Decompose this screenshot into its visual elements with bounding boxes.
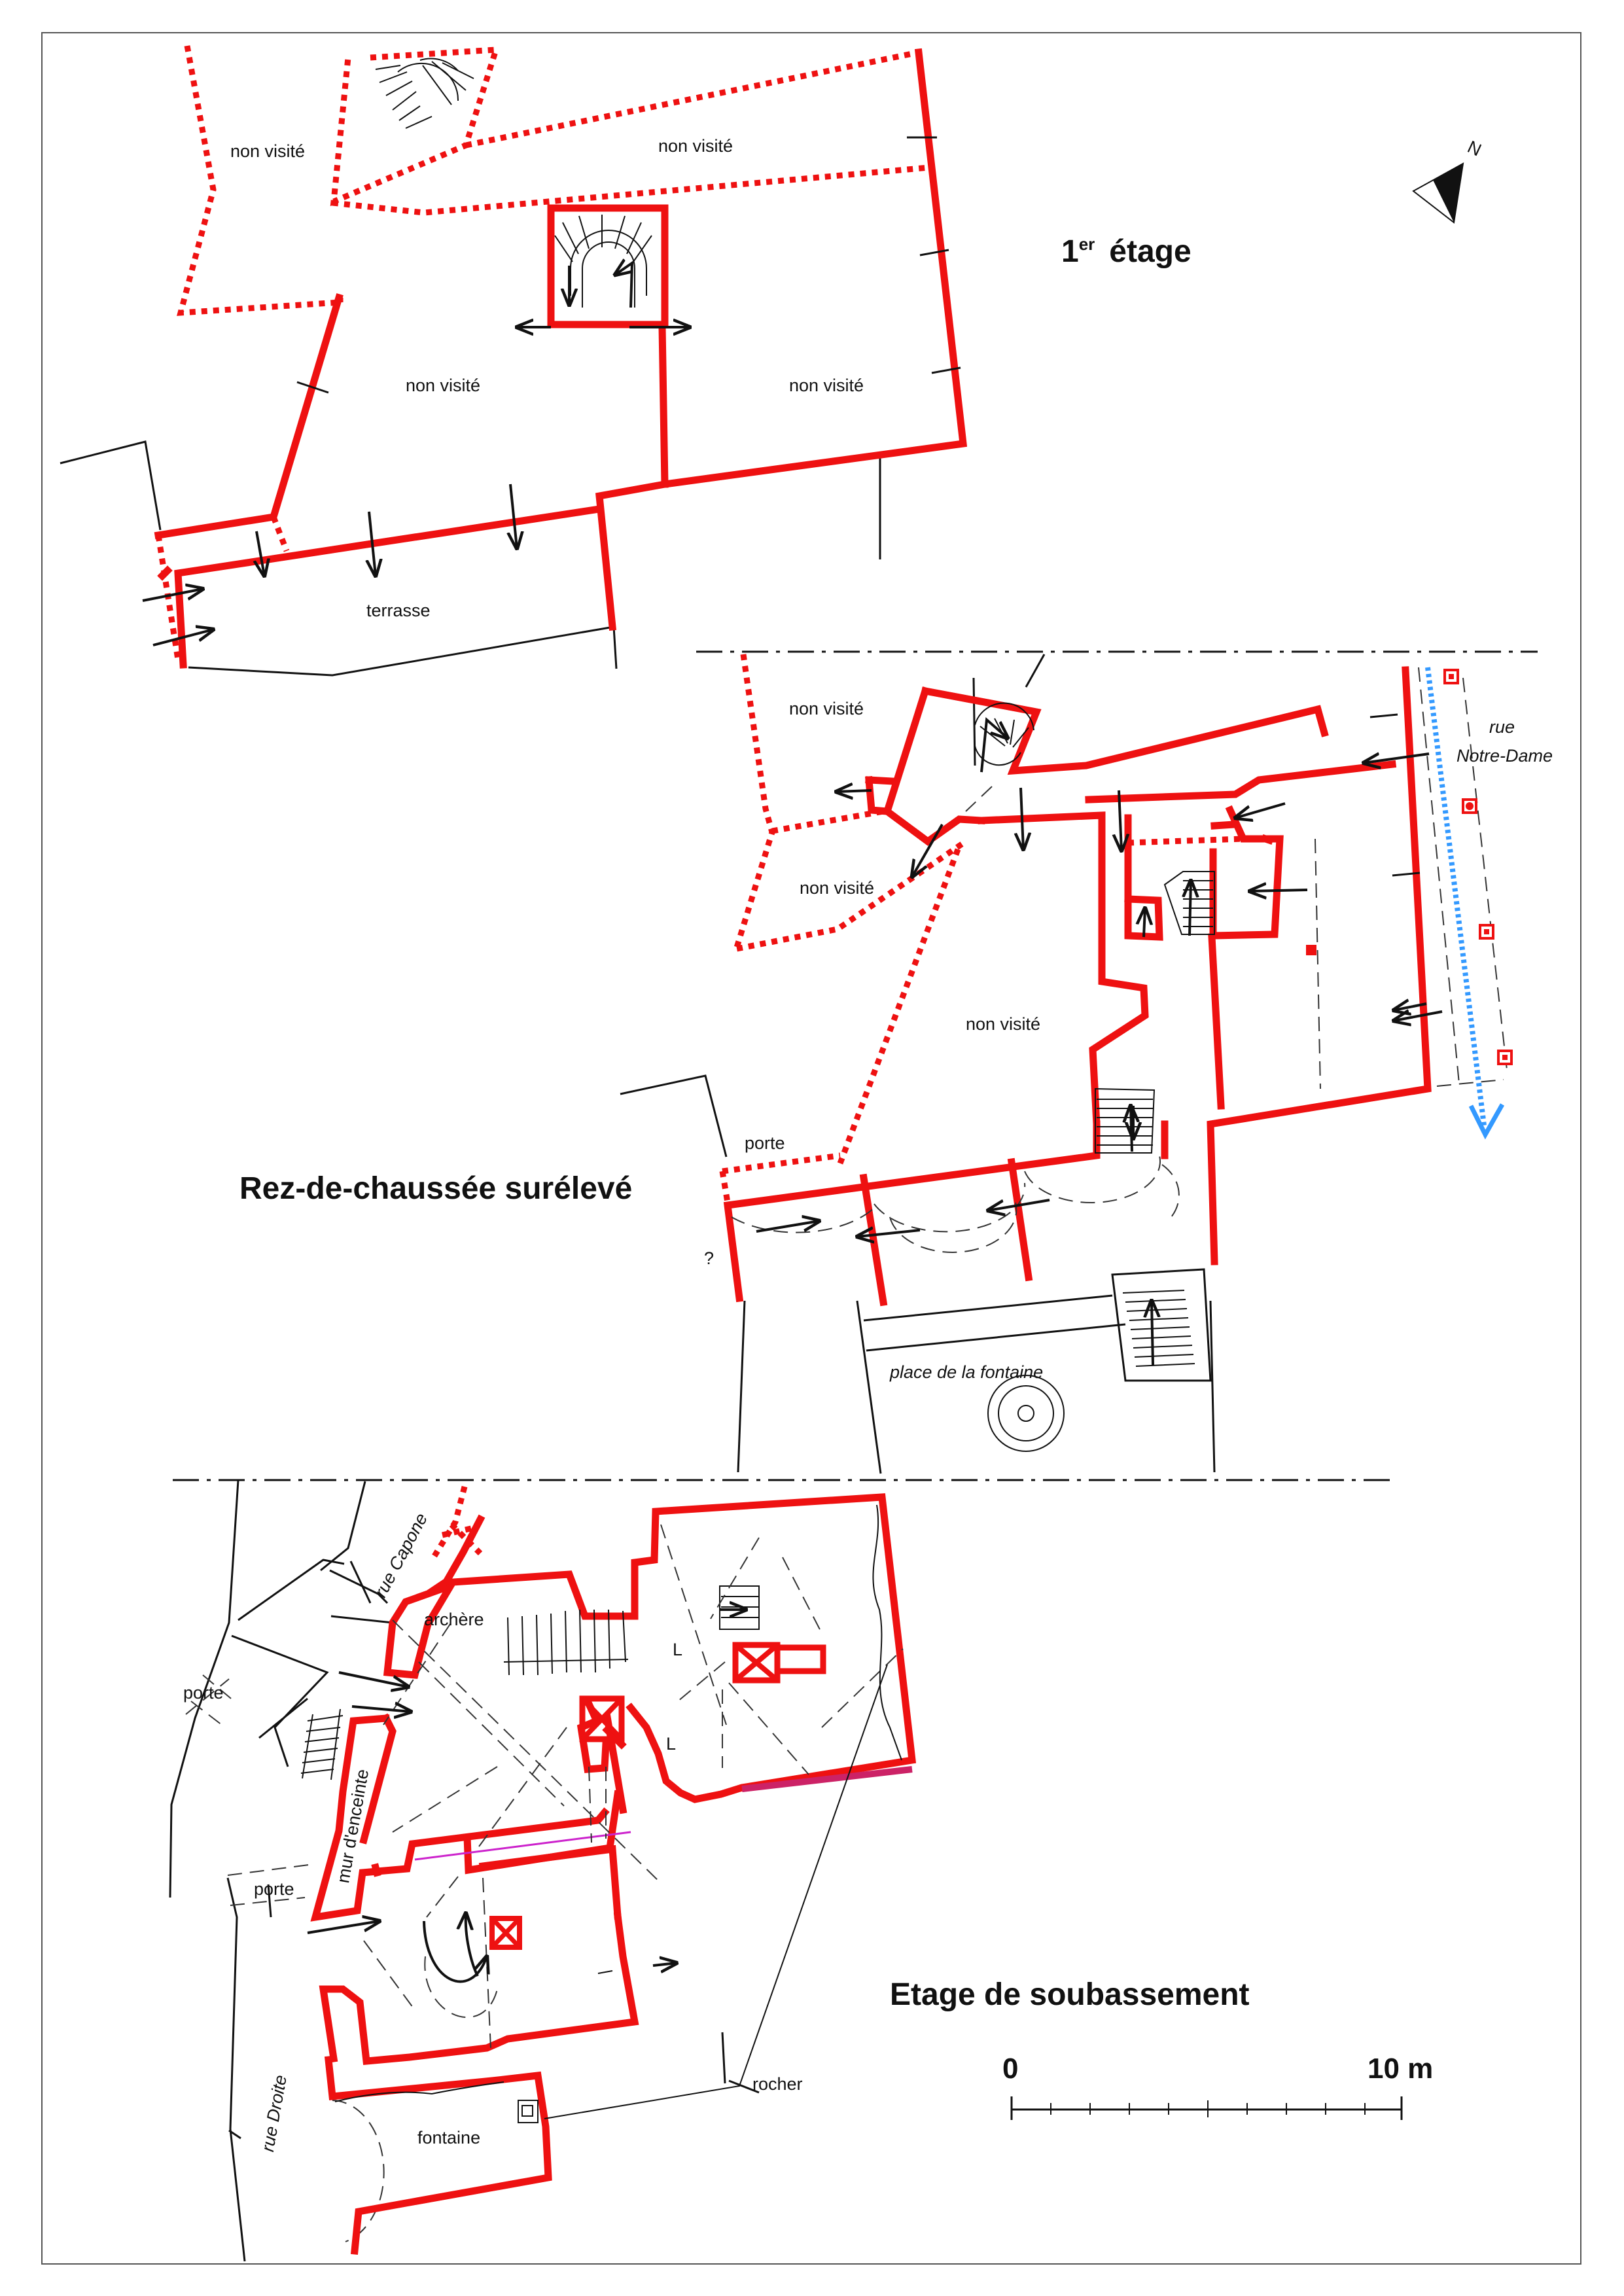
- title-basement: Etage de soubassement: [890, 1977, 1250, 2012]
- label-porte-b2: porte: [254, 1879, 294, 1899]
- label-rocher: rocher: [752, 2074, 803, 2094]
- scale-bar: 0 10 m: [1002, 2053, 1433, 2120]
- label-terrasse: terrasse: [366, 601, 431, 620]
- fountain-basin: [987, 1375, 1065, 1452]
- label-non-visite-5: non visité: [789, 699, 864, 718]
- pillar-x-3: [489, 1916, 522, 1950]
- spiral-stair-top: [375, 58, 474, 129]
- stair-mark-l2: L: [666, 1734, 676, 1754]
- svg-text:N: N: [1464, 137, 1484, 160]
- label-porte-rdc: porte: [745, 1133, 785, 1153]
- floor-first: non visité non visité non visité non vis…: [60, 45, 1485, 677]
- page-frame: [41, 32, 1581, 2265]
- stair-basement-small: [719, 1585, 760, 1630]
- pillar-x-2: [732, 1642, 826, 1684]
- floor-basement: rue Capone archère porte porte mur d'enc…: [169, 1479, 1396, 2262]
- label-rue-droite: rue Droite: [258, 2074, 291, 2153]
- label-non-visite-2: non visité: [658, 136, 733, 156]
- label-place-fontaine: place de la fontaine: [889, 1362, 1043, 1382]
- label-fontaine: fontaine: [417, 2128, 480, 2147]
- pillar-x-1: [579, 1695, 625, 1742]
- label-porte-b1: porte: [183, 1683, 224, 1703]
- label-non-visite-7: non visité: [966, 1014, 1040, 1034]
- stair-mark-l1: L: [673, 1640, 682, 1659]
- stair-basement-main: [503, 1609, 629, 1676]
- floor-ground: non visité non visité non visité porte ?…: [239, 650, 1553, 1474]
- label-non-visite-1: non visité: [230, 141, 305, 161]
- label-non-visite-3: non visité: [406, 376, 480, 395]
- stair-ground-lower: [1095, 1087, 1156, 1154]
- label-non-visite-4: non visité: [789, 376, 864, 395]
- label-rue-capone: rue Capone: [370, 1510, 431, 1601]
- label-archere: archère: [424, 1610, 484, 1629]
- scale-end: 10 m: [1368, 2053, 1433, 2085]
- stair-ground-fontaine: [1122, 1290, 1195, 1367]
- street-markers: [1306, 669, 1513, 1065]
- scale-start: 0: [1002, 2053, 1018, 2085]
- north-arrow-icon: N: [1412, 137, 1485, 224]
- title-ground-floor: Rez-de-chaussée surélevé: [239, 1171, 632, 1206]
- stair-basement-porte: [300, 1708, 344, 1780]
- label-question: ?: [704, 1248, 714, 1268]
- label-non-visite-6: non visité: [800, 878, 874, 898]
- label-rue-notre-dame-2: Notre-Dame: [1456, 746, 1553, 766]
- label-rue-notre-dame-1: rue: [1489, 717, 1515, 737]
- street-flow-arrow: [1425, 667, 1487, 1126]
